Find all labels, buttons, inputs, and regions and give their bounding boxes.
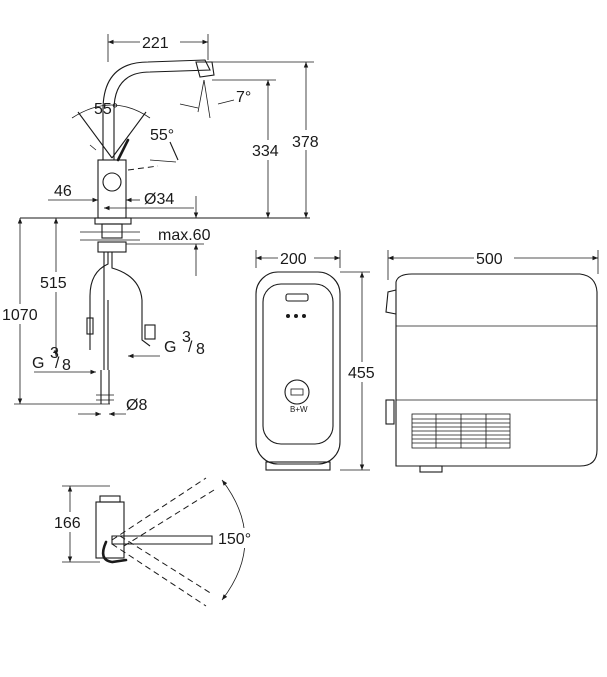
faucet-side-view	[20, 59, 310, 404]
dim-hose-length: 515	[40, 275, 67, 292]
dim-thread-den-left: 8	[62, 357, 71, 374]
dim-chiller-height: 455	[348, 365, 375, 382]
dim-swivel-left: 55°	[94, 101, 118, 118]
dim-hole-diameter: Ø34	[144, 191, 174, 208]
chiller-front-view: B+W	[255, 271, 341, 471]
dim-outlet-angle: 7°	[236, 89, 251, 106]
vent-grille	[411, 413, 511, 449]
dim-pipe-diameter: Ø8	[126, 397, 147, 414]
dim-spout-reach: 221	[142, 35, 169, 52]
dim-lever-height: 166	[54, 515, 81, 532]
dim-swivel-right: 55°	[150, 127, 174, 144]
chiller-side-dimensions: 500	[387, 248, 599, 280]
dim-rotation-angle: 150°	[218, 531, 251, 548]
dim-total-height: 378	[292, 134, 319, 151]
chiller-side-view	[385, 273, 598, 473]
dim-chiller-width: 200	[280, 251, 307, 268]
dim-chiller-depth: 500	[476, 251, 503, 268]
dim-connection-right: G	[164, 339, 176, 356]
dim-thread-num-right: 3	[182, 329, 191, 346]
chiller-badge: B+W	[290, 405, 308, 414]
dim-thread-num-left: 3	[50, 345, 59, 362]
chiller-front-dimensions: 200 455	[255, 248, 382, 471]
dim-outlet-height: 334	[252, 143, 279, 160]
dim-thread-den-right: 8	[196, 341, 205, 358]
dim-thread-slash-left: /	[55, 355, 60, 372]
dim-total-length: 1070	[2, 307, 38, 324]
lever-dimensions: 166 150°	[52, 485, 264, 563]
dim-body-offset: 46	[54, 183, 72, 200]
dim-max-deck: max.60	[158, 227, 211, 244]
faucet-dimensions: 221 55° 55° 7° 334 378 46 Ø34 max.60	[0, 32, 328, 417]
lever-top-view	[95, 477, 246, 607]
dim-thread-slash-right: /	[188, 339, 193, 356]
dim-connection-left: G	[32, 355, 44, 372]
